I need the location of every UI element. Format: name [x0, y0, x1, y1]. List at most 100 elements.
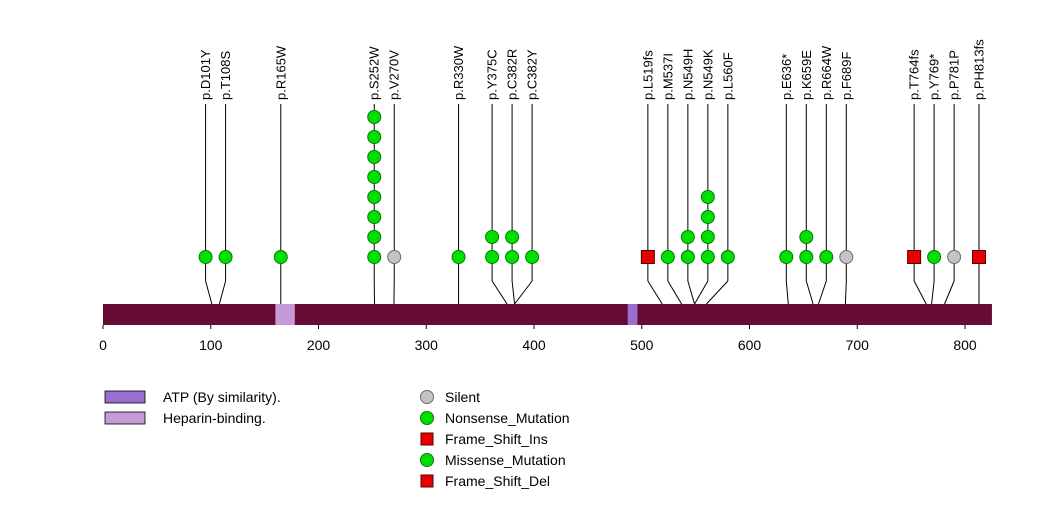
mutation-marker: [273, 250, 288, 264]
mutation-label: p.R664W: [819, 45, 834, 100]
mutation-marker: [700, 190, 715, 204]
lollipop-connector: [931, 280, 935, 305]
lollipop-connector: [511, 280, 516, 305]
lollipop-connector: [694, 280, 709, 305]
mutation-label: p.D101Y: [198, 49, 213, 100]
mutation-marker: [927, 250, 942, 264]
mutation-marker: [367, 150, 382, 164]
lollipop-connector: [218, 280, 227, 305]
axis-tick-label: 200: [307, 337, 331, 353]
mutation-marker: [947, 250, 962, 264]
mutation-marker: [660, 250, 675, 264]
legend-domain-label: Heparin-binding.: [163, 410, 266, 426]
legend-type-marker: [420, 474, 434, 488]
lollipop-connector: [817, 280, 827, 305]
mutation-label: p.T764fs: [907, 49, 922, 100]
lollipop-connector: [844, 280, 847, 305]
legend-type-label: Nonsense_Mutation: [445, 410, 570, 426]
mutation-label: p.PH813fs: [972, 39, 987, 100]
mutation-marker: [525, 250, 540, 264]
legend-type-label: Frame_Shift_Ins: [445, 431, 548, 447]
mutation-marker: [367, 250, 382, 264]
mutation-marker: [367, 210, 382, 224]
lollipop-connector: [687, 280, 696, 305]
mutation-label: p.L560F: [720, 52, 735, 100]
mutation-marker: [505, 230, 520, 244]
mutation-marker: [387, 250, 402, 264]
legend-domain-swatch: [104, 411, 146, 425]
lollipop-connector: [913, 280, 927, 305]
mutation-marker: [819, 250, 834, 264]
mutation-marker: [700, 210, 715, 224]
protein-bar: [103, 304, 992, 325]
mutation-label: p.F689F: [839, 52, 854, 100]
lollipop-connector: [647, 280, 663, 305]
mutation-marker: [367, 170, 382, 184]
mutation-label: p.S252W: [367, 46, 382, 100]
lollipop-connector: [205, 280, 213, 305]
mutation-marker: [720, 250, 735, 264]
axis-tick-label: 500: [630, 337, 654, 353]
mutation-label: p.K659E: [799, 50, 814, 100]
legend-type-marker: [420, 411, 434, 425]
mutation-label: p.T108S: [218, 51, 233, 100]
mutation-label: p.C382R: [505, 49, 520, 100]
legend-type-marker: [420, 432, 434, 446]
mutation-label: p.Y769*: [927, 54, 942, 100]
lollipop-connector: [491, 280, 508, 305]
mutation-marker: [485, 230, 500, 244]
mutation-marker: [367, 110, 382, 124]
mutation-marker: [907, 250, 922, 264]
mutation-marker: [680, 250, 695, 264]
mutation-marker: [451, 250, 466, 264]
axis-tick-label: 700: [846, 337, 870, 353]
lollipop-connector: [514, 280, 533, 305]
axis-tick-label: 300: [415, 337, 439, 353]
axis-tick-label: 800: [953, 337, 977, 353]
mutation-label: p.C382Y: [525, 49, 540, 100]
lollipop-connector: [944, 280, 955, 305]
legend-domain-label: ATP (By similarity).: [163, 389, 281, 405]
domain-region: [275, 304, 295, 325]
legend-type-label: Silent: [445, 389, 480, 405]
mutation-marker: [799, 230, 814, 244]
mutation-label: p.E636*: [779, 54, 794, 100]
mutation-label: p.R165W: [273, 45, 288, 100]
mutation-label: p.N549H: [680, 49, 695, 100]
mutation-marker: [839, 250, 854, 264]
mutation-label: p.R330W: [451, 45, 466, 100]
axis-tick-label: 100: [199, 337, 223, 353]
mutation-marker: [680, 230, 695, 244]
mutation-marker: [367, 190, 382, 204]
legend-type-label: Missense_Mutation: [445, 452, 566, 468]
mutation-marker: [700, 230, 715, 244]
mutation-marker: [640, 250, 655, 264]
mutation-marker: [367, 130, 382, 144]
mutation-label: p.L519fs: [640, 50, 655, 100]
mutation-marker: [700, 250, 715, 264]
lollipop-connector: [706, 280, 729, 305]
mutation-marker: [505, 250, 520, 264]
domain-region: [627, 304, 638, 325]
mutation-marker: [799, 250, 814, 264]
lollipop-connector: [785, 280, 789, 305]
mutation-label: p.V270V: [387, 50, 402, 100]
axis-tick-label: 0: [99, 337, 107, 353]
lollipop-connector: [805, 280, 814, 305]
legend-domain-swatch: [104, 390, 146, 404]
lollipop-connector: [667, 280, 683, 305]
legend-type-marker: [420, 453, 434, 467]
axis-tick-label: 400: [522, 337, 546, 353]
mutation-label: p.P781P: [947, 50, 962, 100]
legend-type-label: Frame_Shift_Del: [445, 473, 550, 489]
mutation-label: p.M537I: [660, 53, 675, 100]
mutation-label: p.N549K: [700, 49, 715, 100]
mutation-marker: [218, 250, 233, 264]
mutation-marker: [779, 250, 794, 264]
axis-tick-label: 600: [738, 337, 762, 353]
legend-type-marker: [420, 390, 434, 404]
mutation-marker: [485, 250, 500, 264]
mutation-label: p.Y375C: [485, 49, 500, 100]
